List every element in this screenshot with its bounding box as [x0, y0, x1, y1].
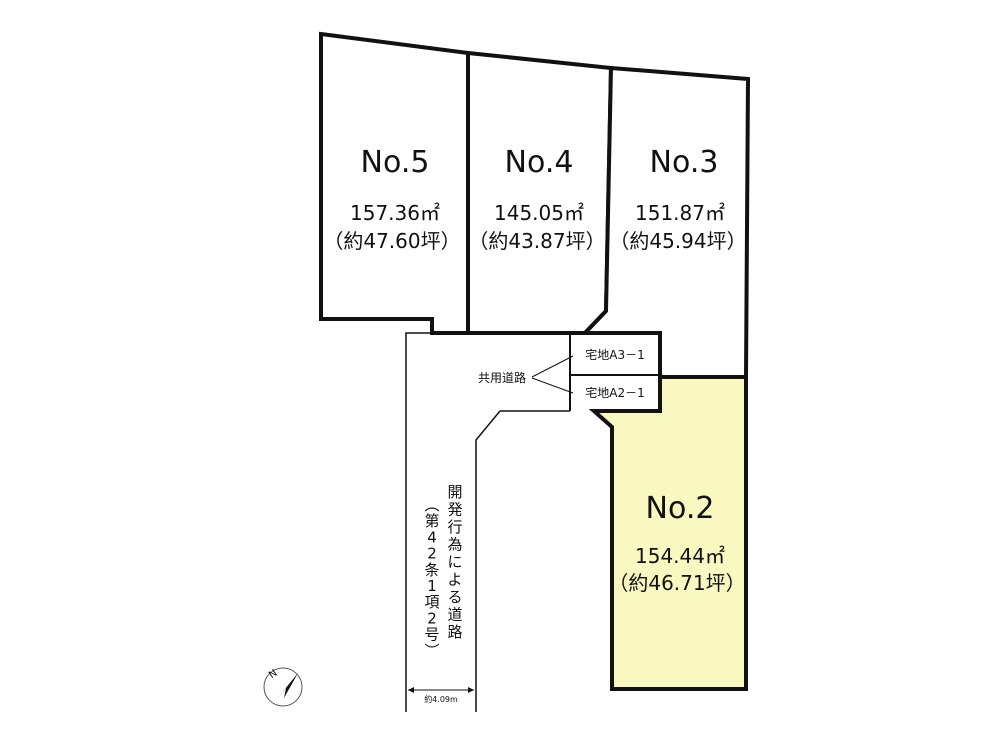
lot-2-tsubo: （約46.71坪） [608, 571, 745, 595]
plot-a3-label: 宅地A3－1 [585, 347, 644, 362]
lot-4-number: No.4 [505, 145, 574, 180]
dev-road-right-edge [475, 410, 501, 712]
lot-2-number: No.2 [646, 491, 715, 526]
width-arrow-left [408, 687, 414, 693]
north-arrow-icon [276, 673, 298, 700]
lot-5-tsubo: （約47.60坪） [323, 229, 460, 253]
lot-5-number: No.5 [361, 145, 430, 180]
lot-3-tsubo: （約45.94坪） [609, 229, 746, 253]
lot-4-tsubo: （約43.87坪） [468, 229, 605, 253]
lot-3-area: 151.87㎡ [635, 201, 725, 225]
shared-road-leader-upper [531, 355, 574, 378]
shared-road-leader-lower [531, 377, 574, 394]
width-arrow-right [468, 687, 474, 693]
lot-5-outline [319, 31, 470, 335]
compass: N [263, 667, 303, 707]
shared-road-label: 共用道路 [478, 370, 526, 385]
shared-road-boundary [468, 331, 662, 413]
lot-4-area: 145.05㎡ [494, 201, 584, 225]
dev-road-left-edge [405, 332, 432, 712]
lot-5-area: 157.36㎡ [350, 201, 440, 225]
lot-4-outline [466, 50, 614, 335]
dev-road-label-text-1: 開発行為による道路 [447, 483, 462, 641]
road-width-label: 約4.09m [424, 694, 458, 704]
compass-circle [263, 667, 303, 707]
dev-road-label-line1: 開発行為による道路 [447, 483, 462, 641]
lot-2-outline [588, 375, 748, 691]
plot-a2-label: 宅地A2－1 [585, 385, 644, 400]
lot-3-number: No.3 [650, 145, 719, 180]
lot-2-area: 154.44㎡ [635, 544, 725, 568]
